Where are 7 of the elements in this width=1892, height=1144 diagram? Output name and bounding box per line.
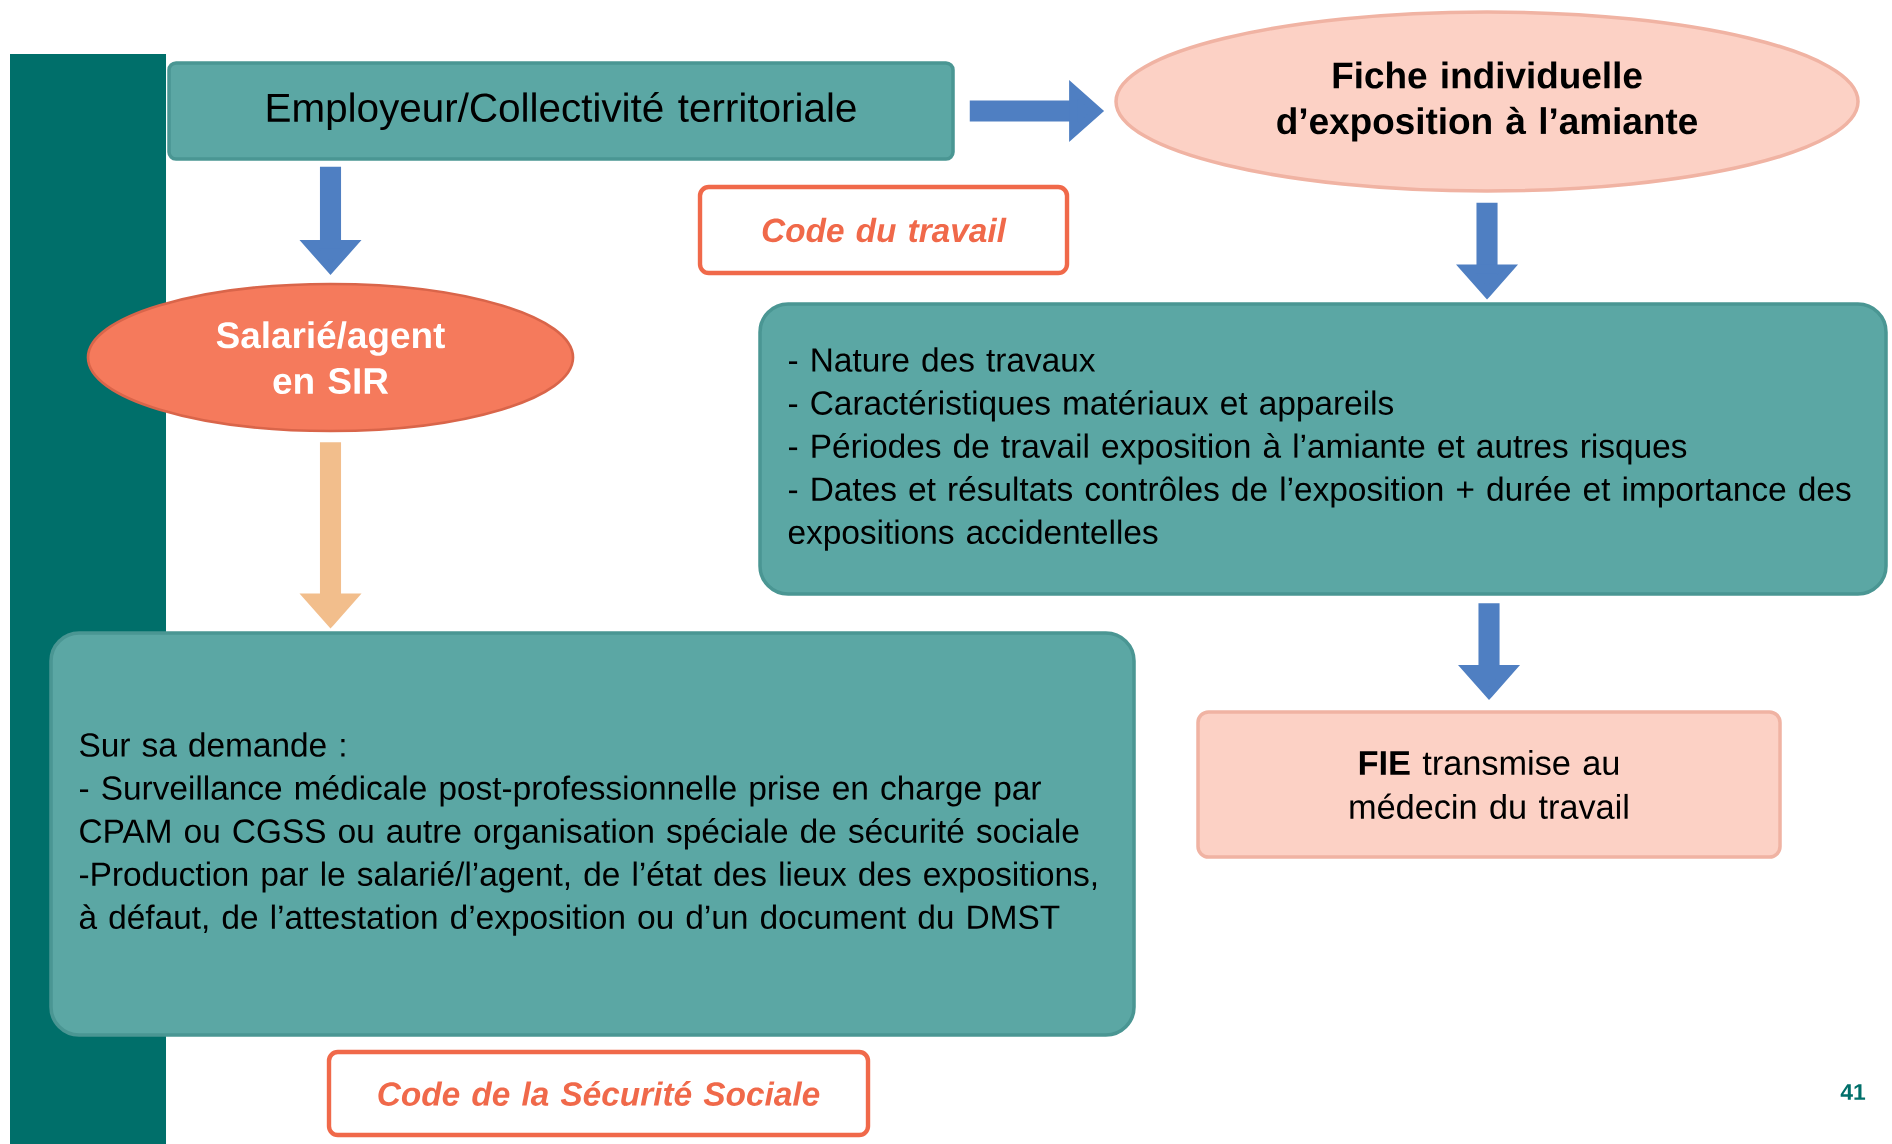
reference-box: Code de la Sécurité Sociale (326, 1049, 871, 1138)
process-box: Employeur/Collectivité territoriale (167, 61, 955, 161)
info-box: - Nature des travaux - Caractéristiques matériaux et appareils - Périodes de travail exposition à l’amiante et autres risques - Dates et résultats contrôles de l’exposition + durée et importance des expositions accidentelles (758, 302, 1888, 596)
reference-box: Code du travail (697, 184, 1070, 276)
page-number: 41 (1840, 1084, 1866, 1100)
process-box: FIE transmise au médecin du travail (1196, 710, 1782, 859)
info-box: Sur sa demande : - Surveillance médicale post-professionnelle prise en charge par CPAM ou CGSS ou autre organisation spéciale de sécurité sociale -Production par le salarié/l’agent, de l’état des lieux des expositions, à défaut, de l’attestation d’exposition ou d’un document du DMST (49, 631, 1136, 1037)
